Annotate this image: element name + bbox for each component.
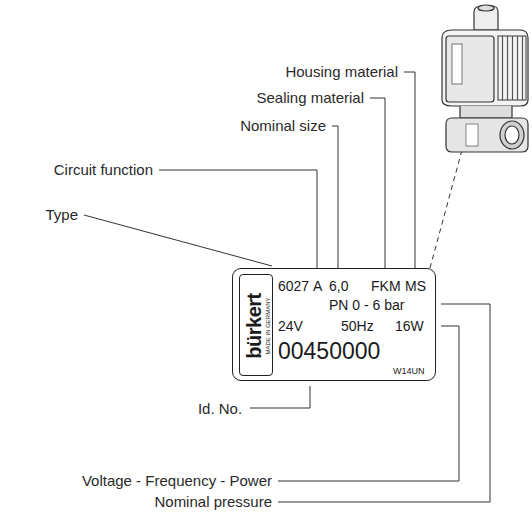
voltage-value: 24V — [278, 319, 303, 334]
part-label: Type — [45, 206, 78, 223]
part-label: Circuit function — [54, 161, 153, 178]
solenoid-valve — [442, 5, 528, 152]
dashed-pointer — [430, 150, 462, 268]
part-label: Voltage - Frequency - Power — [82, 472, 272, 489]
id-number: 00450000 — [278, 339, 380, 364]
part-label: Id. No. — [198, 400, 242, 417]
part-label: Housing material — [285, 63, 398, 80]
size-code: 6,0 — [329, 279, 348, 294]
serial-code: W14UN — [393, 367, 425, 377]
leader-lines — [84, 72, 490, 502]
part-label: Nominal size — [240, 117, 326, 134]
frequency-value: 50Hz — [341, 319, 374, 334]
part-label: Sealing material — [256, 89, 364, 106]
origin-mark: MADE IN GERMANY — [265, 297, 272, 354]
brand-logo: bürkert — [243, 293, 265, 358]
power-value: 16W — [395, 319, 424, 334]
part-label: Nominal pressure — [154, 493, 272, 510]
nameplate: 6027 A 6,0 FKM MSPN 0 - 6 bar 24V 50Hz 16W 00450… — [232, 268, 436, 381]
type-code: 6027 — [278, 279, 309, 294]
circuit-code: A — [313, 279, 322, 294]
pressure-value: PN 0 - 6 bar — [329, 298, 404, 313]
housing-code: MS — [405, 279, 426, 294]
seal-code: FKM — [371, 279, 401, 294]
logo-box: bürkertMADE IN GERMANY — [239, 274, 273, 376]
